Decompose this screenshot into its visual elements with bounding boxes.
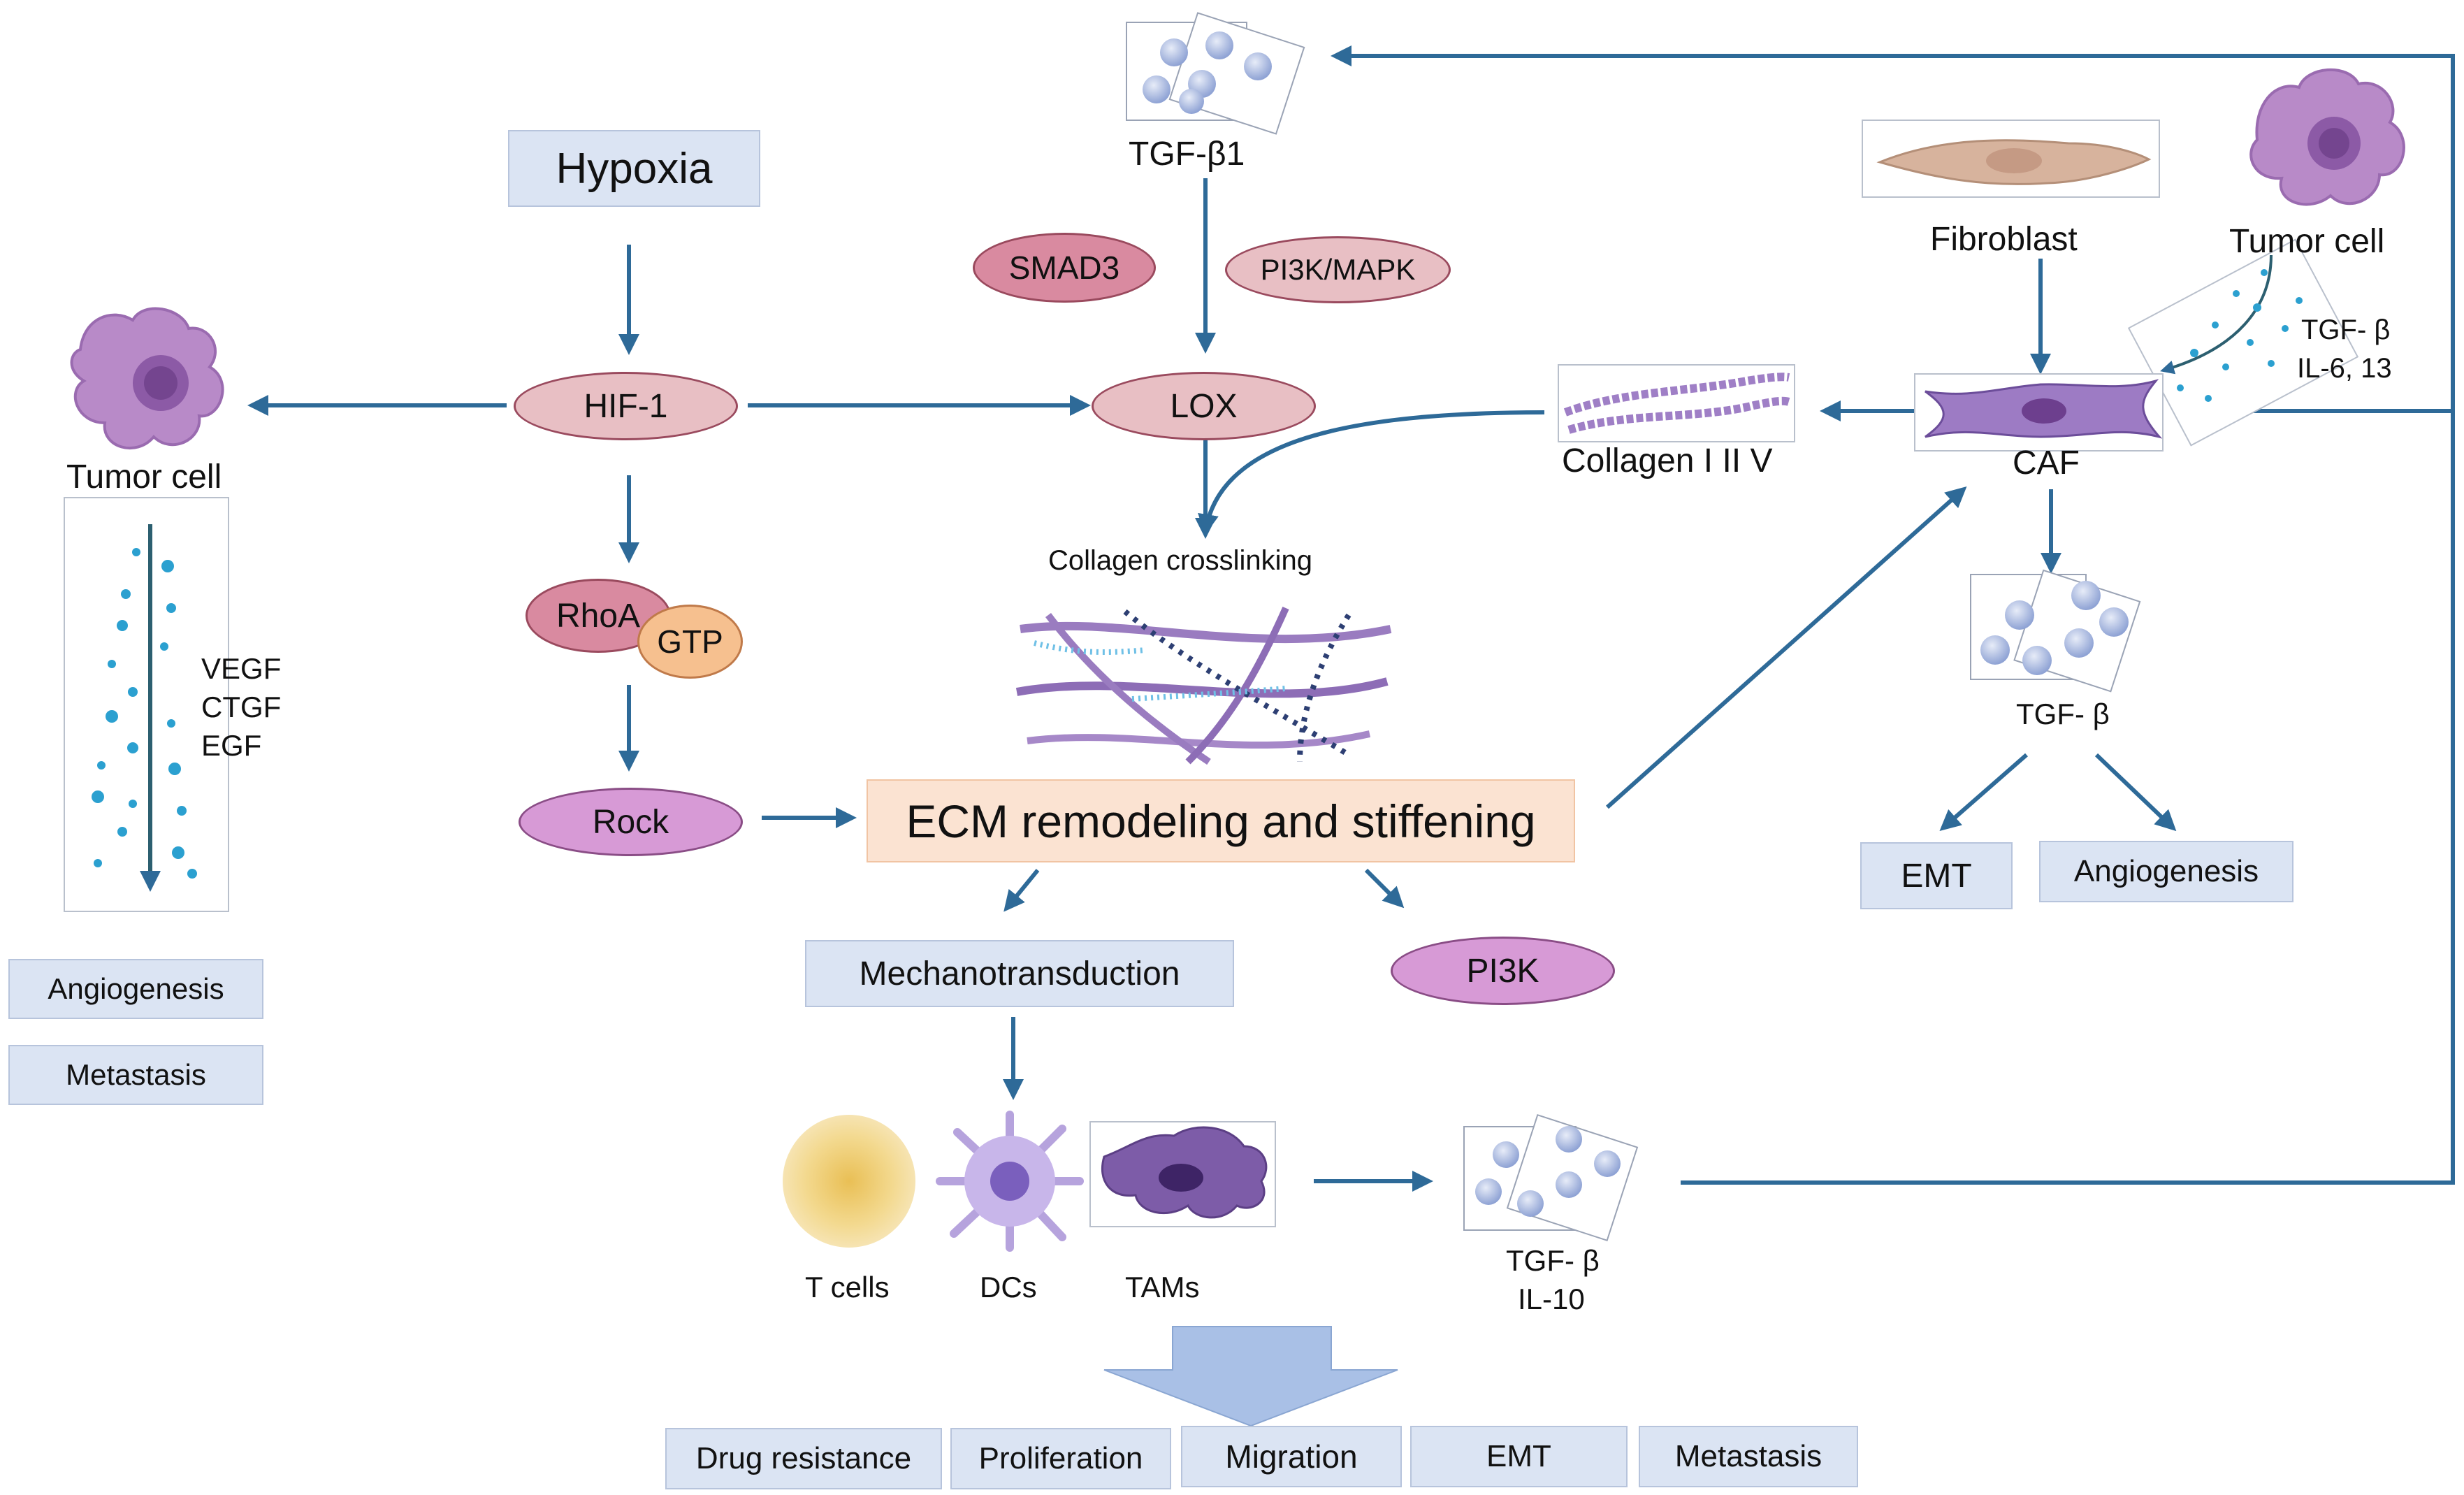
arrow-ecm-caf <box>1606 486 1967 809</box>
secretion-panel-right <box>2127 238 2359 447</box>
tumor-cell-right-label: Tumor cell <box>2229 223 2385 260</box>
factor-ctgf: CTGF <box>201 691 282 723</box>
arrows <box>247 45 2455 1192</box>
arrow-feedback-tgfb1 <box>1331 45 2455 1185</box>
ecm-node: ECM remodeling and stiffening <box>867 779 1575 862</box>
outcome-emt-right: EMT <box>1860 842 2013 909</box>
outcome-metastasis-left: Metastasis <box>8 1045 263 1105</box>
t-cell-icon <box>783 1115 915 1248</box>
lox-node: LOX <box>1092 372 1316 440</box>
hif1-node: HIF-1 <box>514 372 738 440</box>
collagen-types-label: Collagen I II V <box>1562 442 1773 479</box>
immune-secreted-bead-icon <box>1463 1113 1639 1242</box>
dcs-label: DCs <box>980 1271 1037 1303</box>
hypoxia-node: Hypoxia <box>508 130 760 207</box>
collagen-fibers-icon <box>1558 364 1795 442</box>
outcome-migration: Migration <box>1181 1426 1402 1487</box>
outcome-angiogenesis-left: Angiogenesis <box>8 959 263 1019</box>
tumor-cell-left-icon <box>70 307 224 449</box>
collagen-mesh-icon <box>1015 606 1392 765</box>
arrow-ecm-pi3k <box>1364 868 1405 909</box>
rhoa-node: RhoA <box>526 579 671 653</box>
arrow-tgfb-angiogenesis <box>2094 753 2177 832</box>
pi3k-mapk-node: PI3K/MAPK <box>1225 236 1451 303</box>
tumor-cell-left-label: Tumor cell <box>66 458 222 496</box>
caf-tgfb-bead-icon <box>1970 569 2141 693</box>
tumor-cell-right-icon <box>2249 68 2405 206</box>
immune-il10-label: IL-10 <box>1518 1283 1585 1315</box>
tgfb1-bead-icon <box>1126 12 1305 135</box>
factor-egf: EGF <box>201 729 262 762</box>
factor-vegf: VEGF <box>201 652 282 685</box>
gtp-node: GTP <box>637 605 743 679</box>
secretion-panel-left <box>64 497 229 912</box>
arrow-tgfb-emt <box>1939 753 2028 831</box>
arrow-collagen-crosslinking <box>1198 410 1545 535</box>
mechanotransduction-node: Mechanotransduction <box>805 940 1234 1007</box>
outcome-proliferation: Proliferation <box>950 1428 1171 1489</box>
big-down-arrow <box>1103 1326 1398 1427</box>
outcome-angiogenesis-right: Angiogenesis <box>2039 841 2293 902</box>
immune-tgfb-label: TGF- β <box>1506 1244 1600 1277</box>
smad3-node: SMAD3 <box>973 233 1156 303</box>
tam-icon <box>1089 1121 1276 1227</box>
t-cells-label: T cells <box>805 1271 890 1303</box>
caf-label: CAF <box>2013 445 2080 482</box>
collagen-crosslinking-label: Collagen crosslinking <box>1048 545 1312 576</box>
tgfb1-label: TGF-β1 <box>1129 136 1245 173</box>
tgfb-secreted-label: TGF- β <box>2301 315 2391 345</box>
dc-icon <box>936 1111 1084 1252</box>
tams-label: TAMs <box>1125 1271 1200 1303</box>
outcome-emt-bottom: EMT <box>1410 1426 1628 1487</box>
caf-icon <box>1914 373 2164 452</box>
pi3k-node: PI3K <box>1391 937 1615 1005</box>
fibroblast-label: Fibroblast <box>1930 221 2078 258</box>
outcome-metastasis-bottom: Metastasis <box>1639 1426 1858 1487</box>
arrow-ecm-mechanotransduction <box>1003 869 1040 912</box>
outcome-drug-resistance: Drug resistance <box>665 1428 942 1489</box>
rock-node: Rock <box>519 788 743 856</box>
caf-tgfb-label: TGF- β <box>2016 698 2110 730</box>
fibroblast-icon <box>1862 120 2160 198</box>
il-6-13-label: IL-6, 13 <box>2297 353 2392 384</box>
